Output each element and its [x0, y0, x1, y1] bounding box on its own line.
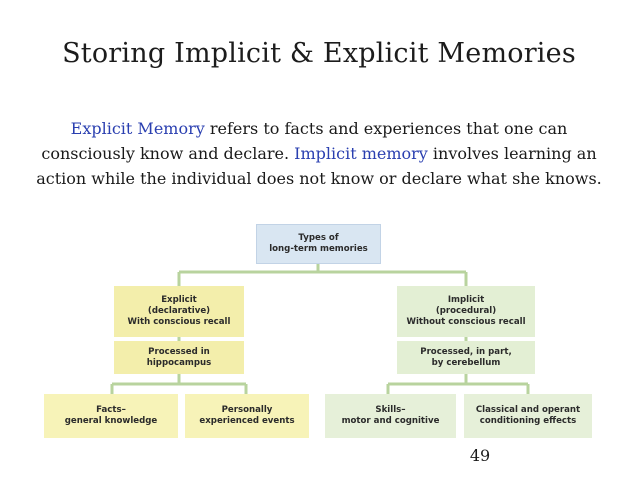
personally-experienced-events-box: Personally experienced events: [185, 394, 309, 438]
root-box-long-term-memories: Types of long-term memories: [256, 224, 381, 264]
slide-title: Storing Implicit & Explicit Memories: [62, 38, 576, 69]
conditioning-effects-box: Classical and operant conditioning effec…: [464, 394, 592, 438]
hippocampus-box: Processed in hippocampus: [114, 341, 244, 374]
cerebellum-box: Processed, in part, by cerebellum: [397, 341, 535, 374]
skills-motor-cognitive-box: Skills– motor and cognitive: [325, 394, 456, 438]
explicit-declarative-box: Explicit (declarative) With conscious re…: [114, 286, 244, 337]
implicit-memory-term: Implicit memory: [294, 144, 428, 163]
slide-body-text: Explicit Memory refers to facts and expe…: [28, 116, 610, 191]
page-number: 49: [469, 446, 491, 465]
facts-general-knowledge-box: Facts– general knowledge: [44, 394, 178, 438]
implicit-memory-definition: involves learning an action while the in…: [36, 144, 602, 188]
explicit-memory-term: Explicit Memory: [70, 119, 205, 138]
explicit-memory-definition: refers to facts and experiences that one…: [41, 119, 568, 163]
implicit-procedural-box: Implicit (procedural) Without conscious …: [397, 286, 535, 337]
